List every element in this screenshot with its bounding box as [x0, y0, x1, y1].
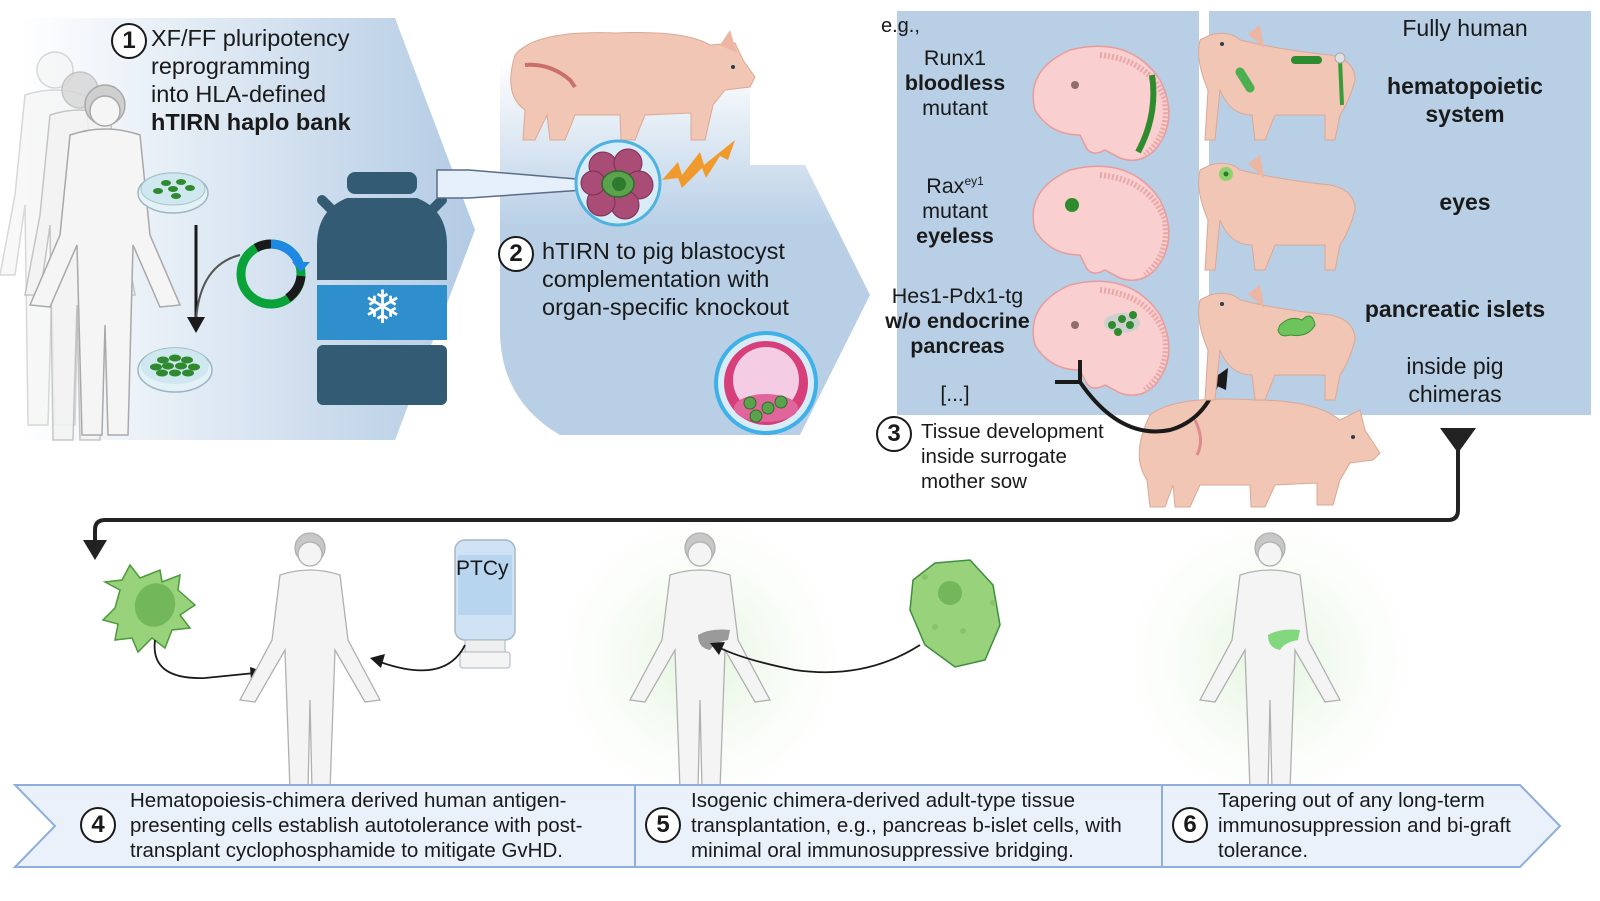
blastocyst-icon: [714, 331, 818, 435]
embryo-injection-icon: [574, 139, 662, 227]
mutant-runx1-gene: Runx1: [923, 46, 987, 70]
chimera-organ-eyes: eyes: [1439, 189, 1491, 215]
piglet-pancreatic-islets: [1198, 284, 1356, 401]
mutant-rax-gene: Raxey1: [926, 174, 984, 199]
down-arrow-icon: [187, 225, 241, 333]
piglet-eyes: [1198, 154, 1356, 271]
chimera-footer: inside pig chimeras: [1360, 352, 1550, 408]
step6-line-2: immunosuppression and bi-graft: [1218, 814, 1511, 837]
chimera-pigs-icon: [1198, 24, 1356, 401]
chimera-organ-hematopoietic: hematopoietic system: [1370, 72, 1560, 128]
pig-icon: [510, 30, 756, 141]
step1-line-2: reprogramming: [151, 53, 311, 79]
islet-cell-icon: [909, 559, 1001, 668]
step6-number-badge: 6: [1172, 807, 1208, 843]
step1-bold-line: hTIRN haplo bank: [151, 109, 351, 135]
ellipsis-label: [...]: [940, 383, 970, 406]
step6-line-1: Tapering out of any long-term: [1218, 789, 1485, 812]
chimera-footer-line1: inside pig: [1406, 353, 1504, 379]
mutant-hes1-phenotype-2: pancreas: [910, 334, 1005, 358]
mutant-hes1-gene: Hes1-Pdx1-tg: [891, 284, 1024, 308]
ptcy-to-patient-arrow-icon: [370, 644, 466, 672]
chimera-header: Fully human: [1402, 15, 1528, 41]
step5-line-1: Isogenic chimera-derived adult-type tiss…: [691, 789, 1075, 812]
cryo-tank-icon: [317, 172, 447, 405]
step3-line-3: mother sow: [921, 470, 1027, 493]
patient-figure-step6-icon: [1198, 532, 1342, 791]
step5-description: Isogenic chimera-derived adult-type tiss…: [691, 788, 1122, 863]
chimera-organ-hematopoietic-line2: system: [1425, 101, 1505, 127]
step1-line-3: into HLA-defined: [151, 81, 327, 107]
patient-figure-step5-icon: [628, 532, 772, 791]
step5-line-3: minimal oral immunosuppressive bridging.: [691, 839, 1074, 862]
ptcy-vial-label: PTCy: [456, 557, 509, 580]
ptcy-vial-icon: [454, 539, 516, 669]
step4-line-2: presenting cells establish autotolerance…: [130, 814, 583, 837]
embryo-hes1: [1033, 281, 1169, 395]
transfer-arrow-icon: [1055, 360, 1228, 434]
step2-line-2: complementation with: [542, 266, 770, 292]
mutant-runx1-label: mutant: [922, 96, 988, 120]
step1-description: XF/FF pluripotency reprogramming into HL…: [151, 24, 351, 136]
bottom-banner: [12, 784, 1562, 868]
chimera-organ-pancreatic-islets: pancreatic islets: [1364, 296, 1546, 322]
step6-description: Tapering out of any long-term immunosupp…: [1218, 788, 1511, 863]
piglet-hematopoietic: [1198, 24, 1356, 141]
mutant-runx1: Runx1 bloodless mutant: [880, 46, 1030, 121]
mutant-hes1-phenotype-1: w/o endocrine: [885, 309, 1030, 333]
step2-line-1: hTIRN to pig blastocyst: [542, 238, 785, 264]
lightning-icon: [662, 140, 735, 188]
human-figures-icon: [0, 51, 182, 441]
step1-line-1: XF/FF pluripotency: [151, 25, 350, 51]
step3-line-2: inside surrogate: [921, 445, 1067, 468]
eg-label: e.g.,: [881, 15, 920, 37]
chimera-organ-hematopoietic-line1: hematopoietic: [1387, 73, 1543, 99]
mutant-rax-phenotype: eyeless: [916, 224, 994, 249]
step4-line-1: Hematopoiesis-chimera derived human anti…: [130, 789, 567, 812]
step4-description: Hematopoiesis-chimera derived human anti…: [130, 788, 582, 863]
petri-dish-confluent-icon: [137, 347, 213, 393]
embryo-icons: [1030, 30, 1190, 400]
step5-number-badge: 5: [645, 807, 681, 843]
mutant-hes1: Hes1-Pdx1-tg w/o endocrine pancreas: [875, 284, 1040, 359]
dendritic-cell-icon: [101, 563, 197, 654]
step3-description: Tissue development inside surrogate moth…: [921, 419, 1104, 494]
step4-line-3: transplant cyclophosphamide to mitigate …: [130, 839, 563, 862]
islet-to-patient-arrow-icon: [710, 642, 921, 674]
surrogate-sow-icon: [1138, 398, 1381, 508]
step6-line-3: tolerance.: [1218, 839, 1309, 862]
step2-line-3: organ-specific knockout: [542, 294, 789, 320]
petri-dish-icon: [137, 172, 209, 214]
mutant-rax: Raxey1 mutant eyeless: [880, 169, 1030, 249]
patient-figure-step4-icon: [238, 532, 382, 791]
step5-line-2: transplantation, e.g., pancreas b-islet …: [691, 814, 1122, 837]
return-arrow-icon: [83, 428, 1476, 560]
chimera-footer-line2: chimeras: [1408, 381, 1502, 407]
step2-number-badge: 2: [498, 236, 534, 272]
mutant-runx1-phenotype: bloodless: [904, 71, 1006, 95]
step3-number-badge: 3: [876, 416, 912, 452]
mutant-rax-superscript: ey1: [964, 174, 984, 188]
mutant-rax-label: mutant: [922, 199, 988, 224]
step2-description: hTIRN to pig blastocyst complementation …: [542, 237, 789, 321]
step3-line-1: Tissue development: [921, 420, 1104, 443]
embryo-runx1: [1033, 46, 1169, 160]
embryo-rax: [1033, 166, 1169, 280]
plasmid-icon: [236, 239, 310, 309]
step4-number-badge: 4: [80, 807, 116, 843]
step1-number-badge: 1: [111, 23, 147, 59]
snowflake-icon: ❄: [363, 281, 402, 333]
